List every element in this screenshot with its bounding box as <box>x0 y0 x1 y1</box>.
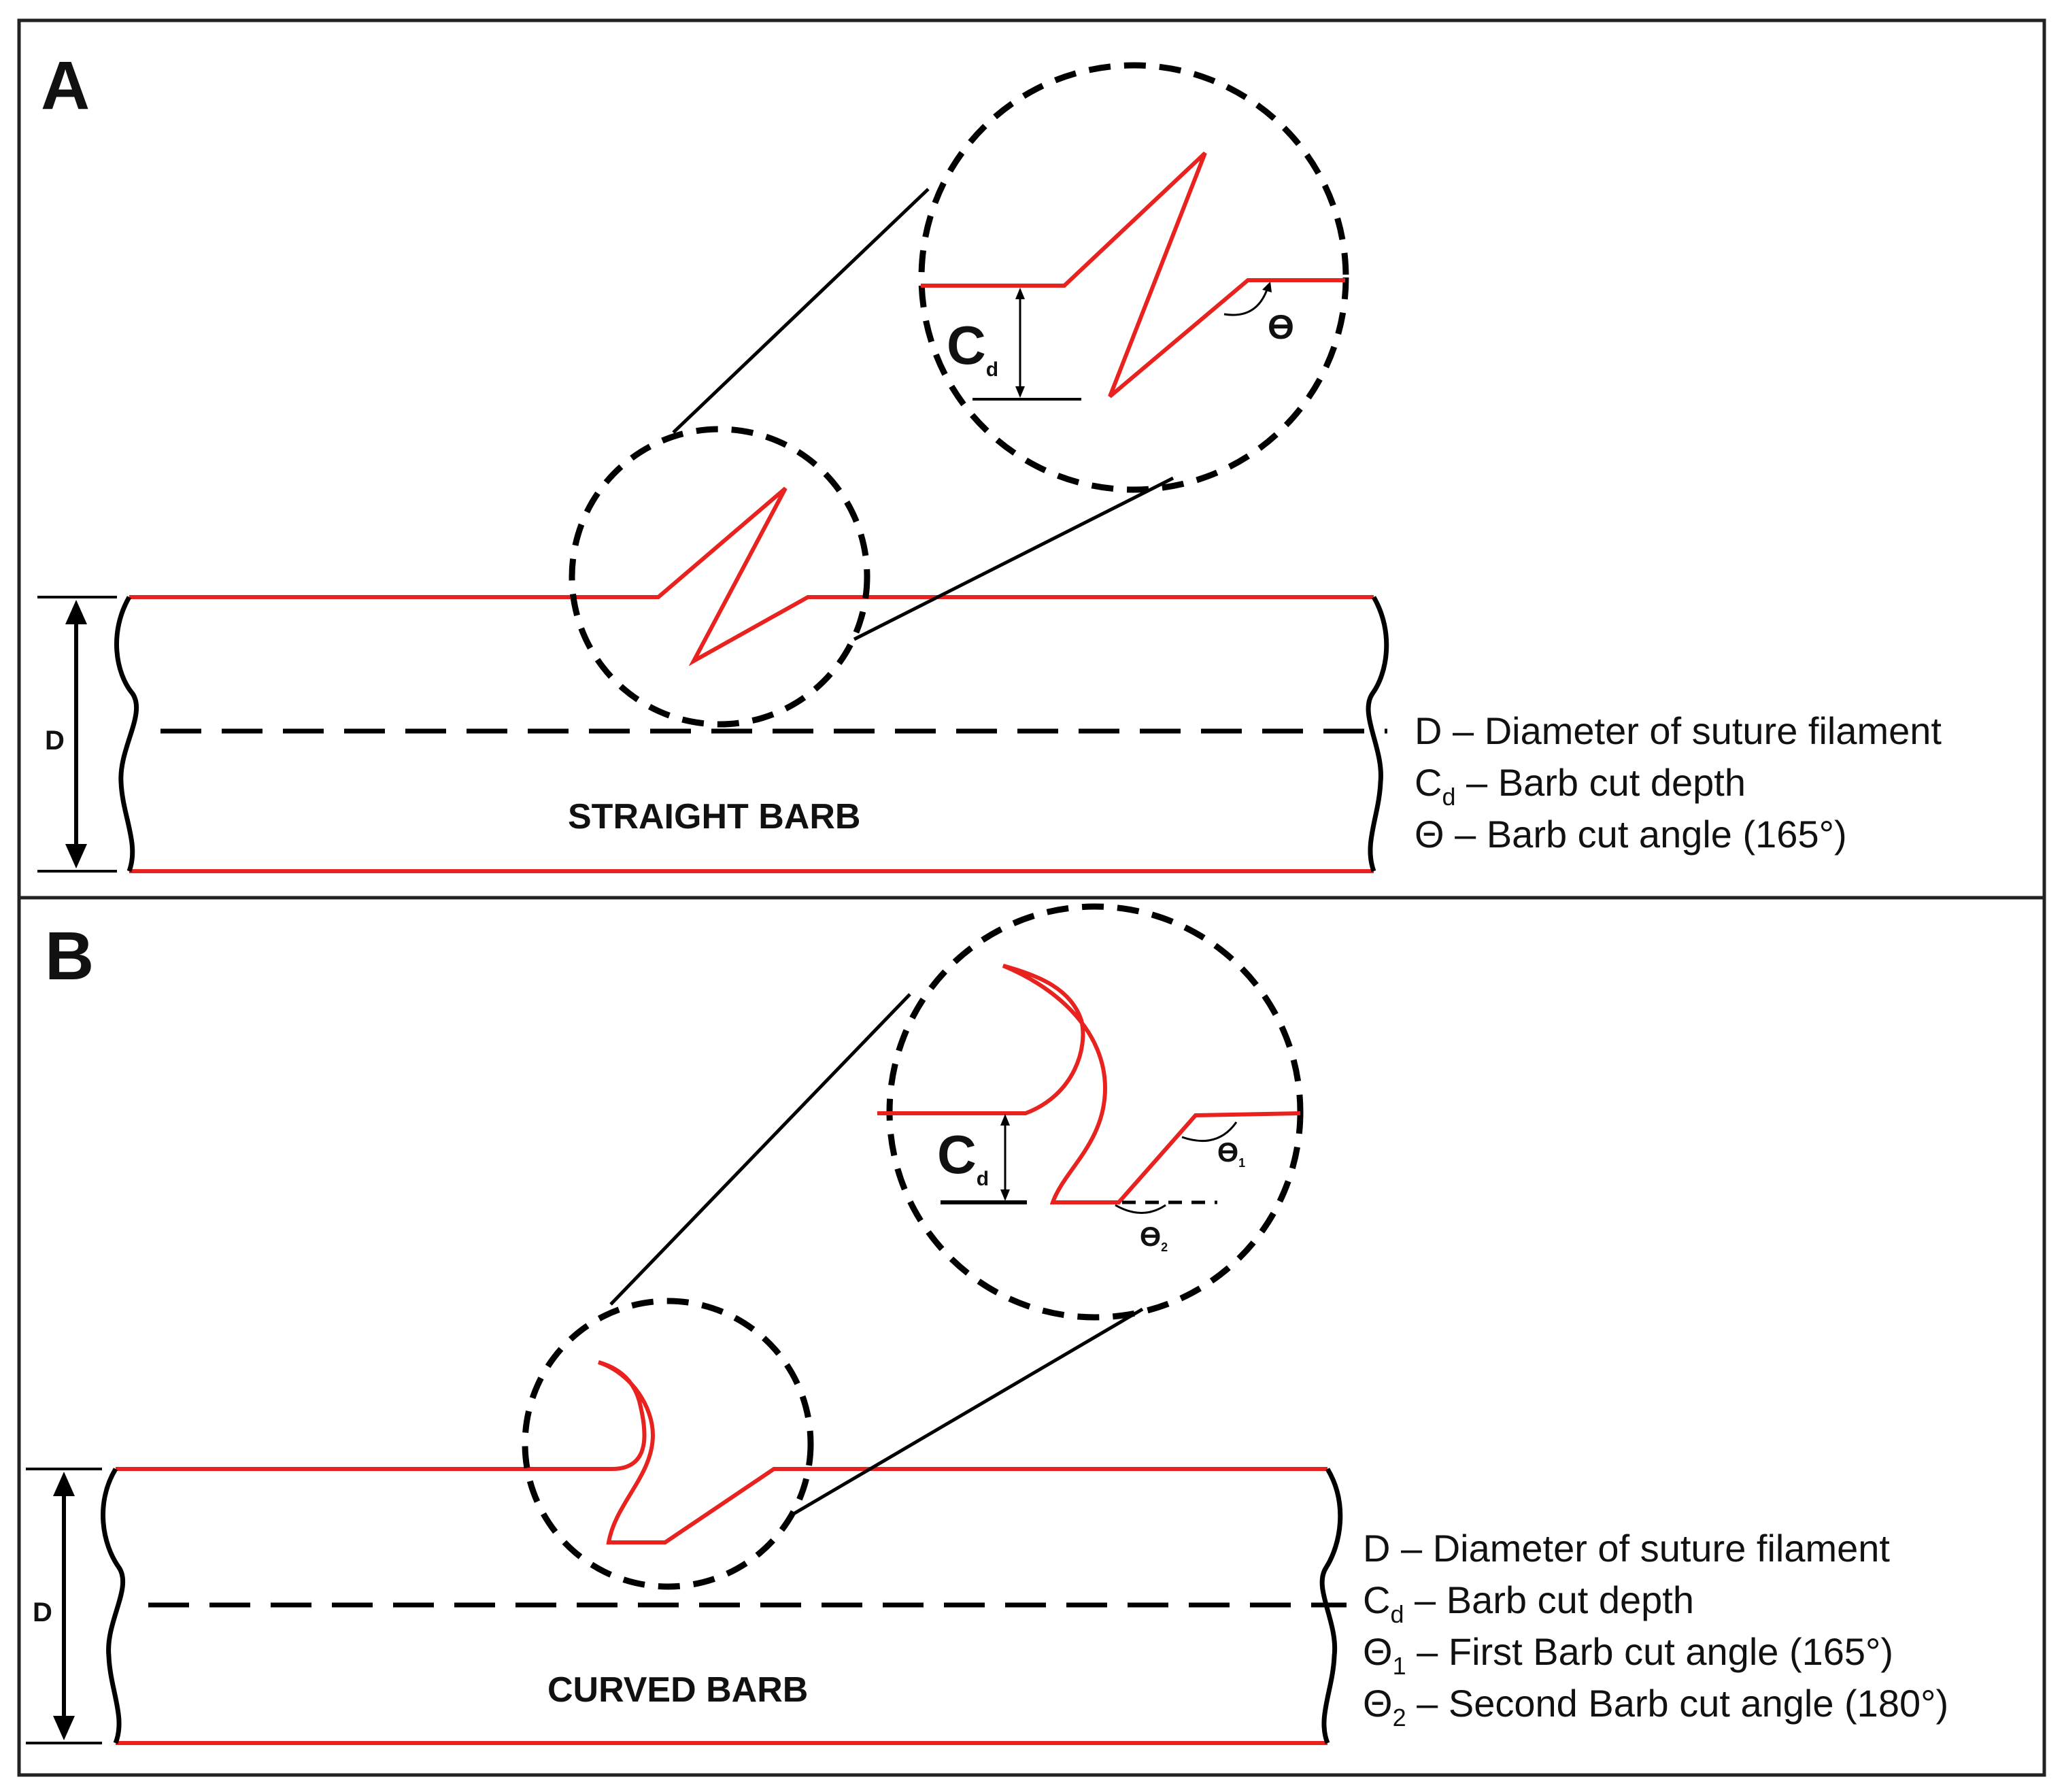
filament-top-edge <box>116 1360 1327 1544</box>
tube-title: CURVED BARB <box>547 1670 808 1710</box>
connector-line-upper <box>672 188 930 434</box>
connector-line-lower <box>788 1307 1144 1519</box>
legend: D – Diameter of suture filament Cd – Bar… <box>1415 709 1942 856</box>
legend-item: Cd – Barb cut depth <box>1363 1578 1694 1628</box>
magnifier-large-circle <box>918 62 1349 493</box>
first-angle-arc <box>1181 1121 1238 1143</box>
angle-arc <box>1223 285 1270 316</box>
cut-depth-label: Cd <box>937 1124 989 1190</box>
legend: D – Diameter of suture filament Cd – Bar… <box>1363 1527 1948 1731</box>
connector-line-upper <box>609 993 911 1306</box>
panel-a-letter: A <box>41 48 90 124</box>
second-angle-arc <box>1115 1204 1166 1214</box>
diameter-label: D <box>45 726 65 756</box>
diameter-arrowhead-down <box>53 1716 75 1740</box>
diameter-arrowhead-up <box>53 1472 75 1496</box>
barb-enlarged <box>877 964 1301 1204</box>
filament-left-break <box>101 1468 126 1744</box>
legend-item: Θ1 – First Barb cut angle (165°) <box>1363 1630 1893 1680</box>
panel-a: A D Cd ϴ STRAIGHT BARB D – Diame <box>37 48 1942 873</box>
panel-b-letter: B <box>45 918 94 994</box>
cut-depth-arrowhead-up <box>1015 288 1025 299</box>
legend-item: D – Diameter of suture filament <box>1415 709 1942 752</box>
legend-item: Cd – Barb cut depth <box>1415 761 1746 811</box>
diameter-arrowhead-up <box>65 600 87 624</box>
legend-item: Θ – Barb cut angle (165°) <box>1415 813 1847 856</box>
cut-depth-label: Cd <box>947 315 998 381</box>
second-angle-label: ϴ2 <box>1140 1222 1168 1254</box>
filament-right-break <box>1366 596 1389 873</box>
diameter-arrowhead-down <box>65 844 87 868</box>
cut-depth-arrowhead-down <box>1015 386 1025 398</box>
connector-line-lower <box>853 476 1174 641</box>
panel-b: B D Cd ϴ1 ϴ2 CURVED BARB <box>26 903 1948 1745</box>
angle-label: ϴ <box>1268 308 1294 346</box>
magnifier-small-circle <box>522 1298 814 1590</box>
diameter-label: D <box>33 1597 52 1627</box>
legend-item: Θ2 – Second Barb cut angle (180°) <box>1363 1682 1948 1731</box>
cut-depth-arrowhead-down <box>1000 1189 1010 1201</box>
tube-title: STRAIGHT BARB <box>568 797 860 836</box>
legend-item: D – Diameter of suture filament <box>1363 1527 1890 1570</box>
angle-arc-arrowhead <box>1262 282 1272 292</box>
panel-b-frame <box>17 896 2046 1777</box>
cut-depth-arrowhead-up <box>1000 1114 1010 1126</box>
filament-left-break <box>114 596 139 873</box>
magnifier-small-circle <box>569 426 870 728</box>
barb-enlarged <box>921 151 1345 399</box>
first-angle-label: ϴ1 <box>1217 1138 1245 1170</box>
filament-top-edge <box>129 486 1374 666</box>
